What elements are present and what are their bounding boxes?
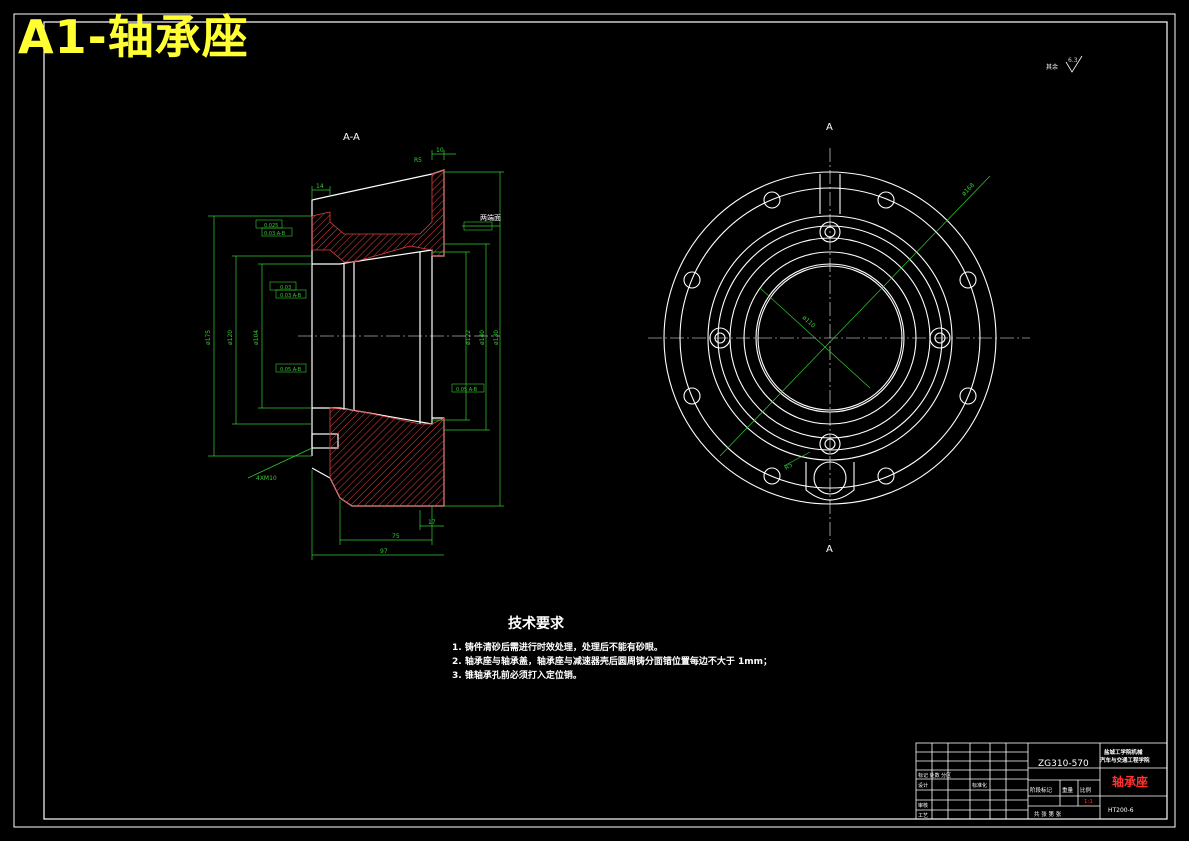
dim-outer-dia: ø175 [205, 330, 212, 345]
tb-drawing-no: ZG310-570 [1038, 759, 1089, 769]
title-block [915, 742, 1168, 820]
tb-org-2: 汽车与交通工程学院 [1100, 756, 1150, 764]
dim-top-width: 10 [436, 147, 444, 154]
tb-sheet: 共 张 第 张 [1034, 810, 1062, 818]
tol-5: 0.05 A-B [280, 367, 302, 373]
tb-row-check: 审核 [918, 802, 928, 809]
tol-4: 0.03 A-B [280, 293, 302, 299]
tech-line-3: 3. 锥轴承孔前必须打入定位销。 [452, 671, 582, 681]
tb-stage: 阶段标记 [1030, 786, 1053, 794]
cut-label-top: A [826, 122, 833, 133]
page-title: A1-轴承座 [18, 10, 249, 64]
tech-requirements-heading: 技术要求 [508, 616, 564, 632]
tb-row-process: 工艺 [918, 813, 928, 819]
tech-requirements-list: 1. 铸件清砂后需进行时效处理，处理后不能有砂眼。 2. 轴承座与轴承盖，轴承座… [452, 641, 772, 683]
front-dimensions [719, 175, 991, 467]
tech-line-2: 2. 轴承座与轴承盖，轴承座与减速器壳后圆周铸分面错位置每边不大于 1mm； [452, 657, 772, 667]
roughness-note: 其余 [1046, 64, 1059, 71]
cut-label-bottom: A [826, 544, 833, 555]
tb-scale-value: 1:1 [1084, 799, 1093, 805]
tb-weight: 重量 [1062, 786, 1074, 794]
tb-row-marks: 标记 处数 分区 [918, 772, 951, 779]
tolerance-frames [255, 219, 493, 393]
dim-d120: ø120 [227, 330, 234, 345]
front-centerlines [648, 148, 1030, 540]
dim-flange-top: 14 [316, 183, 324, 190]
dim-circle-large: ø168 [960, 182, 976, 198]
tb-row-std: 标准化 [972, 782, 987, 789]
tb-scale: 比例 [1080, 786, 1092, 794]
dim-r-mark: R5 [784, 462, 795, 472]
dim-face-mark: 两端面 [480, 213, 501, 222]
dim-holes: 4XM10 [256, 475, 277, 482]
dim-chamfer: R5 [414, 157, 422, 164]
inner-frame [43, 21, 1168, 820]
roughness-value: 6.3 [1068, 57, 1078, 64]
tb-material: HT200-6 [1108, 807, 1134, 814]
tol-6: 0.05 A-B [456, 387, 478, 393]
tol-1: 0.025 [264, 223, 278, 229]
dim-d140: ø140 [479, 330, 486, 345]
tb-org-1: 盐城工学院机械 [1104, 748, 1143, 756]
tech-line-1: 1. 铸件清砂后需进行时效处理，处理后不能有砂眼。 [452, 643, 663, 653]
dim-d122: ø122 [465, 330, 472, 345]
section-label: A-A [343, 132, 360, 143]
tol-3: 0.03 [280, 285, 291, 291]
dim-len75: 75 [392, 533, 400, 540]
outer-frame [13, 13, 1176, 828]
dim-len17: 17 [428, 519, 436, 526]
dim-d104: ø104 [253, 330, 260, 345]
tb-row-design: 设计 [918, 782, 928, 789]
section-hatching [311, 169, 445, 507]
tol-2: 0.03 A-B [264, 231, 286, 237]
roughness-symbol [1065, 55, 1083, 73]
tb-part-name: 轴承座 [1112, 774, 1148, 789]
dim-d130: ø130 [493, 330, 500, 345]
dim-len97: 97 [380, 548, 388, 555]
